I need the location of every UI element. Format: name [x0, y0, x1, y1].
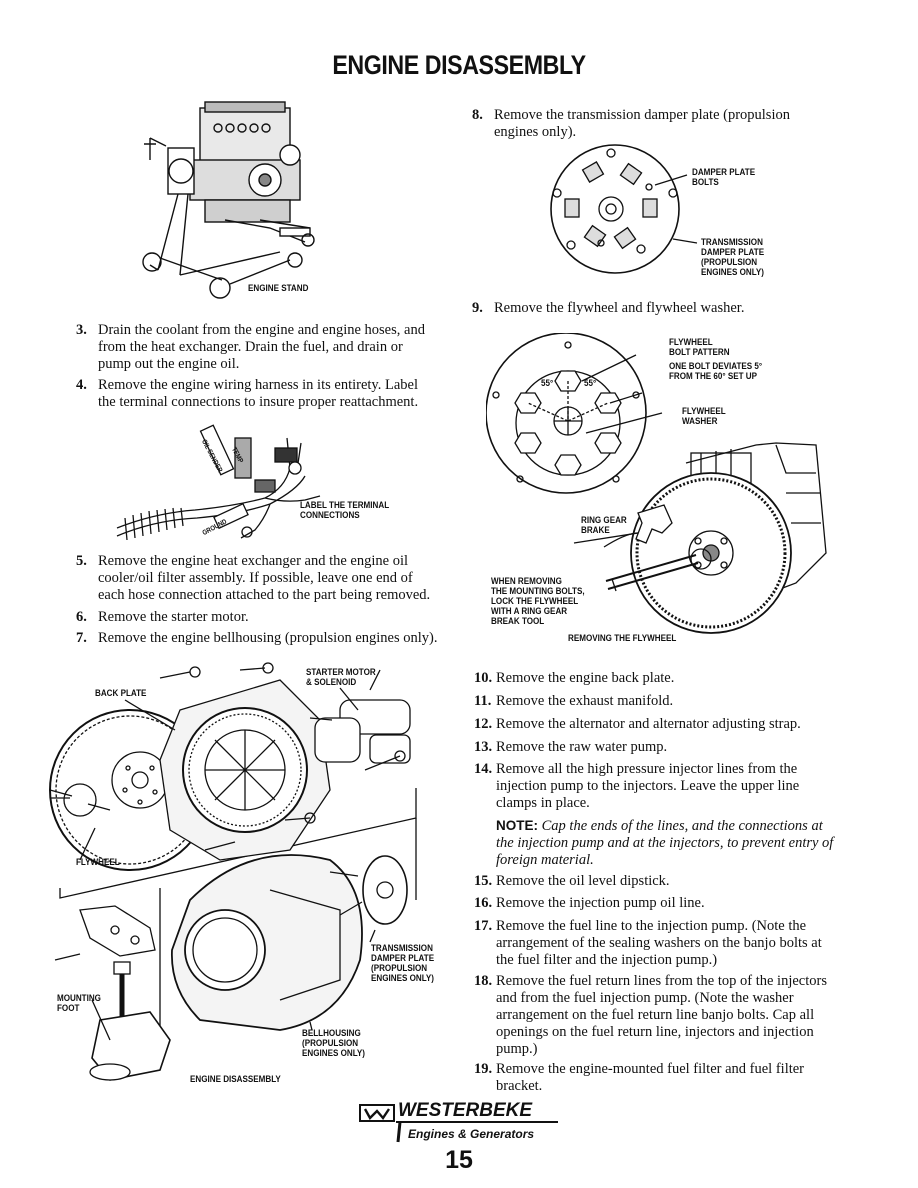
- damper-plate-part-label: TRANSMISSION DAMPER PLATE (PROPULSION EN…: [371, 943, 435, 984]
- step-19-number: 19.: [474, 1061, 493, 1077]
- step-8: 8. Remove the transmission damper plate …: [472, 107, 822, 141]
- step-5: 5. Remove the engine heat exchanger and …: [76, 553, 438, 604]
- wiring-harness-illustration: [116, 424, 321, 541]
- step-4-number: 4.: [76, 377, 87, 393]
- step-14-number: 14.: [474, 761, 493, 777]
- step-18: 18. Remove the fuel return lines from th…: [474, 973, 840, 1058]
- step-6-text: Remove the starter motor.: [98, 609, 249, 625]
- engine-stand-illustration: [142, 101, 315, 299]
- flywheel-lock-instruction: WHEN REMOVING THE MOUNTING BOLTS, LOCK T…: [491, 576, 585, 627]
- step-15-number: 15.: [474, 873, 493, 889]
- angle-left-label: 55°: [541, 378, 554, 389]
- angle-right-label: 55°: [584, 378, 597, 389]
- engine-disassembly-caption: ENGINE DISASSEMBLY: [190, 1074, 281, 1085]
- step-19-text: Remove the engine-mounted fuel filter an…: [496, 1061, 805, 1094]
- step-5-text: Remove the engine heat exchanger and the…: [98, 553, 431, 603]
- step-18-number: 18.: [474, 973, 493, 989]
- step-9: 9. Remove the flywheel and flywheel wash…: [472, 300, 822, 317]
- step-12-text: Remove the alternator and alternator adj…: [496, 716, 801, 732]
- damper-plate-figure: DAMPER PLATE BOLTS TRANSMISSION DAMPER P…: [545, 143, 785, 283]
- step-11-text: Remove the exhaust manifold.: [496, 693, 674, 709]
- step-13: 13. Remove the raw water pump.: [474, 739, 836, 756]
- brand-tagline: Engines & Generators: [408, 1127, 535, 1141]
- step-17-number: 17.: [474, 918, 493, 934]
- step-12-number: 12.: [474, 716, 493, 732]
- step-7-number: 7.: [76, 630, 87, 646]
- engine-disassembly-figure: STARTER MOTOR & SOLENOID BACK PLATE FLYW…: [40, 660, 450, 1100]
- bolt-deviation-label: ONE BOLT DEVIATES 5° FROM THE 60° SET UP: [669, 361, 763, 382]
- step-12: 12. Remove the alternator and alternator…: [474, 716, 836, 733]
- back-plate-label: BACK PLATE: [95, 688, 147, 699]
- flywheel-washer-label: FLYWHEEL WASHER: [682, 406, 726, 427]
- step-16: 16. Remove the injection pump oil line.: [474, 895, 836, 912]
- wiring-harness-figure: OIL SENDER GROUND TEMP LABEL THE TERMINA…: [115, 418, 415, 556]
- step-18-text: Remove the fuel return lines from the to…: [496, 973, 827, 1057]
- flywheel-removal-figure: FLYWHEEL BOLT PATTERN ONE BOLT DEVIATES …: [486, 333, 836, 648]
- step-3: 3. Drain the coolant from the engine and…: [76, 322, 436, 373]
- engine-stand-figure: ENGINE STAND: [130, 100, 360, 300]
- step-10-text: Remove the engine back plate.: [496, 670, 675, 686]
- page-title: ENGINE DISASSEMBLY: [332, 50, 586, 80]
- step-9-number: 9.: [472, 300, 483, 316]
- mounting-foot-label: MOUNTING FOOT: [57, 993, 101, 1014]
- removing-flywheel-caption: REMOVING THE FLYWHEEL: [568, 633, 677, 644]
- step-3-text: Drain the coolant from the engine and en…: [98, 322, 425, 372]
- step-7: 7. Remove the engine bellhousing (propul…: [76, 630, 456, 647]
- step-15-text: Remove the oil level dipstick.: [496, 873, 670, 889]
- flywheel-bolt-pattern-label: FLYWHEEL BOLT PATTERN: [669, 337, 730, 358]
- note-body: Cap the ends of the lines, and the conne…: [496, 818, 834, 868]
- damper-plate-bolts-label: DAMPER PLATE BOLTS: [692, 167, 756, 188]
- step-10: 10. Remove the engine back plate.: [474, 670, 836, 687]
- flywheel-part-label: FLYWHEEL: [76, 857, 120, 868]
- brand-name: WESTERBEKE: [398, 1100, 533, 1121]
- westerbeke-logo-mark: [359, 1104, 558, 1143]
- step-11: 11. Remove the exhaust manifold.: [474, 693, 836, 710]
- step-5-number: 5.: [76, 553, 87, 569]
- bellhousing-label: BELLHOUSING (PROPULSION ENGINES ONLY): [302, 1028, 365, 1059]
- step-14-text: Remove all the high pressure injector li…: [496, 761, 800, 811]
- engine-stand-label: ENGINE STAND: [248, 283, 309, 294]
- step-17-text: Remove the fuel line to the injection pu…: [496, 918, 822, 968]
- step-3-number: 3.: [76, 322, 87, 338]
- step-8-number: 8.: [472, 107, 483, 123]
- step-8-text: Remove the transmission damper plate (pr…: [494, 107, 790, 140]
- step-10-number: 10.: [474, 670, 493, 686]
- step-13-text: Remove the raw water pump.: [496, 739, 668, 755]
- step-16-number: 16.: [474, 895, 493, 911]
- wiring-callout-label: LABEL THE TERMINAL CONNECTIONS: [300, 500, 390, 521]
- step-11-number: 11.: [474, 693, 492, 709]
- step-7-text: Remove the engine bellhousing (propulsio…: [98, 630, 438, 646]
- starter-motor-label: STARTER MOTOR & SOLENOID: [306, 667, 376, 688]
- westerbeke-logo: [358, 1100, 568, 1145]
- page-number: 15: [445, 1146, 473, 1174]
- note-block: NOTE: Cap the ends of the lines, and the…: [496, 817, 834, 869]
- step-6-number: 6.: [76, 609, 87, 625]
- ring-gear-brake-label: RING GEAR BRAKE: [581, 515, 627, 536]
- step-9-text: Remove the flywheel and flywheel washer.: [494, 300, 745, 316]
- step-13-number: 13.: [474, 739, 493, 755]
- transmission-damper-plate-label: TRANSMISSION DAMPER PLATE (PROPULSION EN…: [701, 237, 765, 278]
- step-4-text: Remove the engine wiring harness in its …: [98, 377, 419, 410]
- flywheel-removal-illustration: [486, 333, 827, 634]
- step-19: 19. Remove the engine-mounted fuel filte…: [474, 1061, 836, 1095]
- damper-plate-illustration: [550, 144, 698, 274]
- note-keyword: NOTE:: [496, 818, 538, 833]
- step-16-text: Remove the injection pump oil line.: [496, 895, 705, 911]
- step-14: 14. Remove all the high pressure injecto…: [474, 761, 836, 812]
- step-6: 6. Remove the starter motor.: [76, 609, 438, 626]
- step-17: 17. Remove the fuel line to the injectio…: [474, 918, 836, 969]
- step-4: 4. Remove the engine wiring harness in i…: [76, 377, 436, 411]
- engine-disassembly-illustration: [49, 662, 417, 1081]
- step-15: 15. Remove the oil level dipstick.: [474, 873, 836, 890]
